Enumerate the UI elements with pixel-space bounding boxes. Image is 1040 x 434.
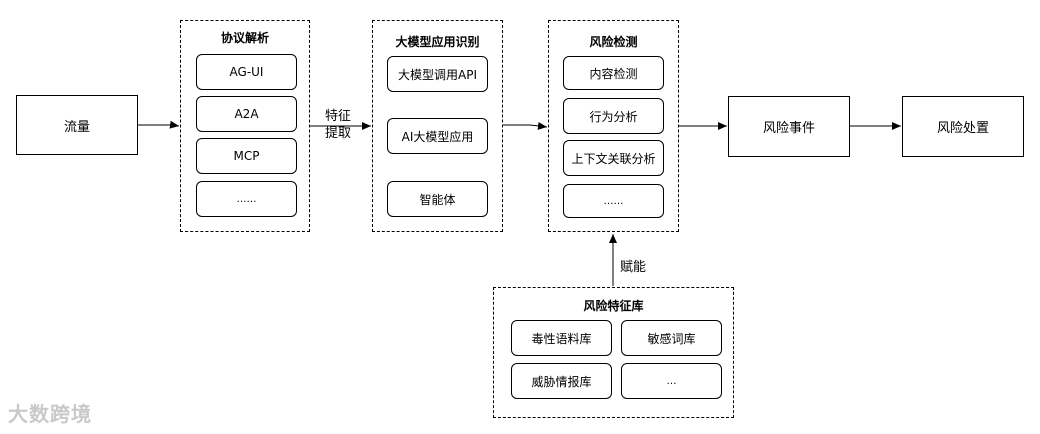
feature-extraction-line2: 提取 [324, 126, 351, 141]
feature-extraction-line1: 特征 [324, 109, 351, 124]
protocol-item-label: AG-UI [229, 65, 264, 79]
llm-item-api: 大模型调用API [387, 56, 488, 92]
llm-item-ai-app: AI大模型应用 [387, 118, 488, 154]
risk-feature-library-title: 风险特征库 [583, 299, 644, 313]
protocol-item-label: MCP [233, 149, 260, 163]
traffic-label: 流量 [63, 119, 90, 135]
protocol-item-label: …… [236, 193, 257, 205]
traffic-node: 流量 [16, 95, 138, 155]
feature-item-sensitive-words: 敏感词库 [621, 320, 722, 356]
protocol-item-more: …… [196, 181, 297, 217]
risk-detection-title: 风险检测 [589, 35, 638, 49]
feature-item-label: 威胁情报库 [531, 374, 592, 389]
detect-item-content: 内容检测 [563, 56, 664, 90]
detect-item-more: …… [563, 184, 664, 218]
llm-item-label: 大模型调用API [398, 67, 477, 82]
watermark-text: 大数跨境 [8, 402, 92, 426]
feature-item-label: … [666, 375, 677, 387]
detect-item-label: 上下文关联分析 [571, 151, 656, 166]
feature-item-label: 毒性语料库 [531, 331, 592, 346]
arrow-traffic-to-protocol [137, 120, 180, 129]
detect-item-label: …… [603, 195, 624, 207]
detect-item-context: 上下文关联分析 [563, 140, 664, 176]
risk-disposal-label: 风险处置 [936, 121, 989, 136]
protocol-item-label: A2A [234, 107, 259, 121]
feature-item-more: … [621, 363, 722, 399]
risk-disposal-node: 风险处置 [902, 96, 1024, 157]
feature-item-label: 敏感词库 [647, 331, 696, 346]
feature-item-toxic-corpus: 毒性语料库 [511, 320, 612, 356]
detect-item-label: 行为分析 [589, 109, 638, 124]
empower-label: 赋能 [620, 260, 647, 275]
llm-item-agent: 智能体 [387, 181, 488, 217]
watermark-logo: 大数跨境 [8, 398, 92, 427]
risk-event-node: 风险事件 [728, 96, 850, 157]
risk-event-label: 风险事件 [762, 121, 815, 136]
feature-item-threat-intel: 威胁情报库 [511, 363, 612, 399]
llm-app-recognition-title: 大模型应用识别 [395, 35, 480, 49]
llm-item-label: 智能体 [419, 192, 456, 207]
protocol-item-mcp: MCP [196, 138, 297, 174]
detect-item-label: 内容检测 [589, 66, 638, 81]
feature-extraction-label: 特征 提取 [318, 108, 358, 142]
arrow-llm-to-detect [503, 121, 548, 130]
protocol-parsing-title: 协议解析 [220, 31, 269, 45]
protocol-item-a2a: A2A [196, 96, 297, 132]
llm-item-label: AI大模型应用 [401, 129, 474, 144]
detect-item-behavior: 行为分析 [563, 98, 664, 134]
protocol-item-ag-ui: AG-UI [196, 54, 297, 90]
